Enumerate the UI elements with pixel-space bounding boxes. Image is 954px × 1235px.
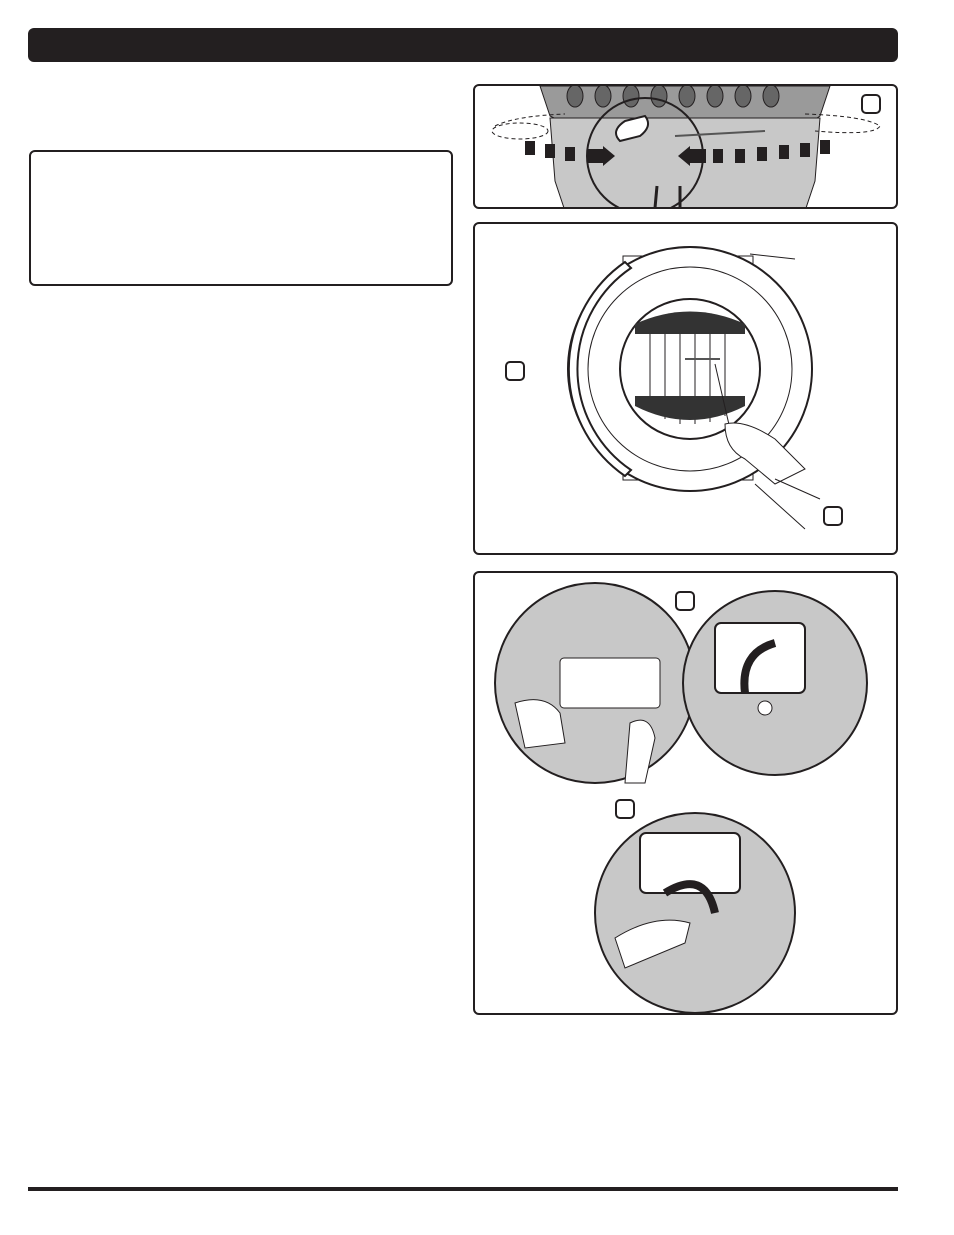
figure-charcoal-grate xyxy=(473,222,898,555)
section-header-bar xyxy=(28,28,898,62)
grill-top-view-illustration xyxy=(567,246,821,530)
figure-control-panel xyxy=(473,571,898,1015)
figure-lid-vent-alignment xyxy=(473,84,898,209)
grill-vent-illustration xyxy=(491,86,881,207)
callout-box-bottom xyxy=(615,799,635,819)
callout-box-left xyxy=(505,361,525,381)
note-box xyxy=(29,150,453,286)
callout-box-top xyxy=(675,591,695,611)
callout-box xyxy=(861,94,881,114)
footer-rule xyxy=(28,1187,898,1191)
callout-box-right xyxy=(823,506,843,526)
control-panel-illustration xyxy=(494,582,868,1013)
